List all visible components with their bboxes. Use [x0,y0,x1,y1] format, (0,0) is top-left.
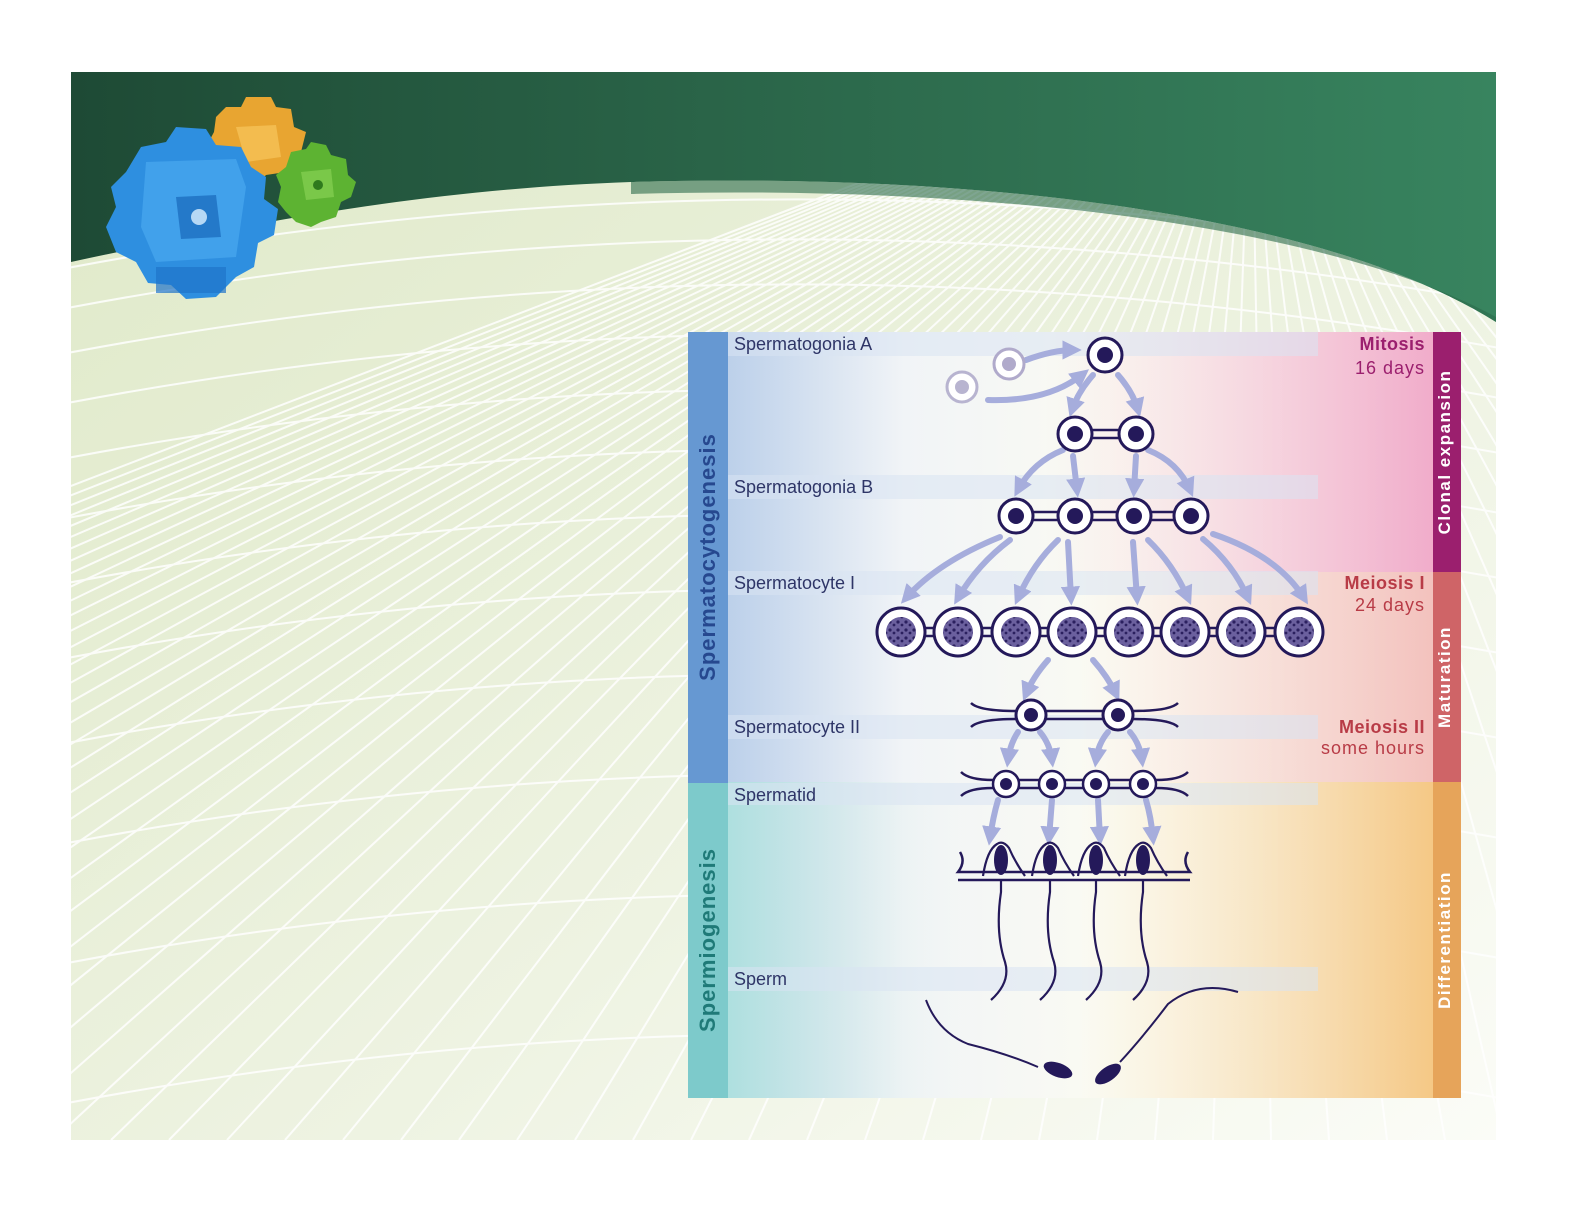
phase-differentiation: Differentiation [1435,782,1459,1098]
arrow [1068,542,1071,598]
diagram-canvas [688,332,1461,1098]
process-mitosis: Mitosis [1359,334,1425,355]
cell [1058,417,1092,451]
arrow [1073,456,1077,490]
cell [1117,499,1151,533]
process-meiosis-i-duration: 24 days [1355,595,1425,616]
process-meiosis-i: Meiosis I [1344,573,1425,594]
stem-cell-faded [947,372,977,402]
cell [1174,499,1208,533]
stage-label-spermatocyte-i: Spermatocyte I [734,573,855,594]
stage-label-sperm: Sperm [734,969,787,990]
cell [1016,700,1046,730]
spermatogonia-a-cell [1088,338,1122,372]
cell [993,771,1019,797]
phase-clonal-expansion: Clonal expansion [1435,332,1459,572]
stage-strip [728,967,1318,991]
process-mitosis-duration: 16 days [1355,358,1425,379]
spermatocyte-i-cell [877,608,925,656]
spermatocyte-i-cell [1275,608,1323,656]
arrow [1134,456,1136,490]
process-meiosis-ii-duration: some hours [1321,738,1425,759]
spermatocyte-i-cell [1048,608,1096,656]
cell [1058,499,1092,533]
cell [999,499,1033,533]
arrow [1098,800,1100,838]
logo [86,87,356,307]
arrow [1133,542,1137,598]
stage-strip [728,783,1318,805]
stage-label-spermatocyte-ii: Spermatocyte II [734,717,860,738]
phase-maturation: Maturation [1435,572,1459,782]
phase-spermiogenesis: Spermiogenesis [695,783,721,1097]
stem-cell-faded [994,349,1024,379]
stage-label-spermatogonia-a: Spermatogonia A [734,334,872,355]
arrow [1049,800,1052,838]
spermatocyte-i-cell [992,608,1040,656]
spermatogenesis-diagram: Spermatogonia A Spermatogonia B Spermato… [688,332,1461,1098]
stage-label-spermatid: Spermatid [734,785,816,806]
cell [1119,417,1153,451]
spermatocyte-i-cell [1217,608,1265,656]
cell [1039,771,1065,797]
cell [1083,771,1109,797]
phase-spermatocytogenesis: Spermatocytogenesis [695,332,721,782]
cell [1130,771,1156,797]
stage-label-spermatogonia-b: Spermatogonia B [734,477,873,498]
spermatocyte-i-cell [934,608,982,656]
spermatocyte-i-cell [1161,608,1209,656]
process-meiosis-ii: Meiosis II [1339,717,1425,738]
cell [1103,700,1133,730]
spermatocyte-i-cell [1105,608,1153,656]
